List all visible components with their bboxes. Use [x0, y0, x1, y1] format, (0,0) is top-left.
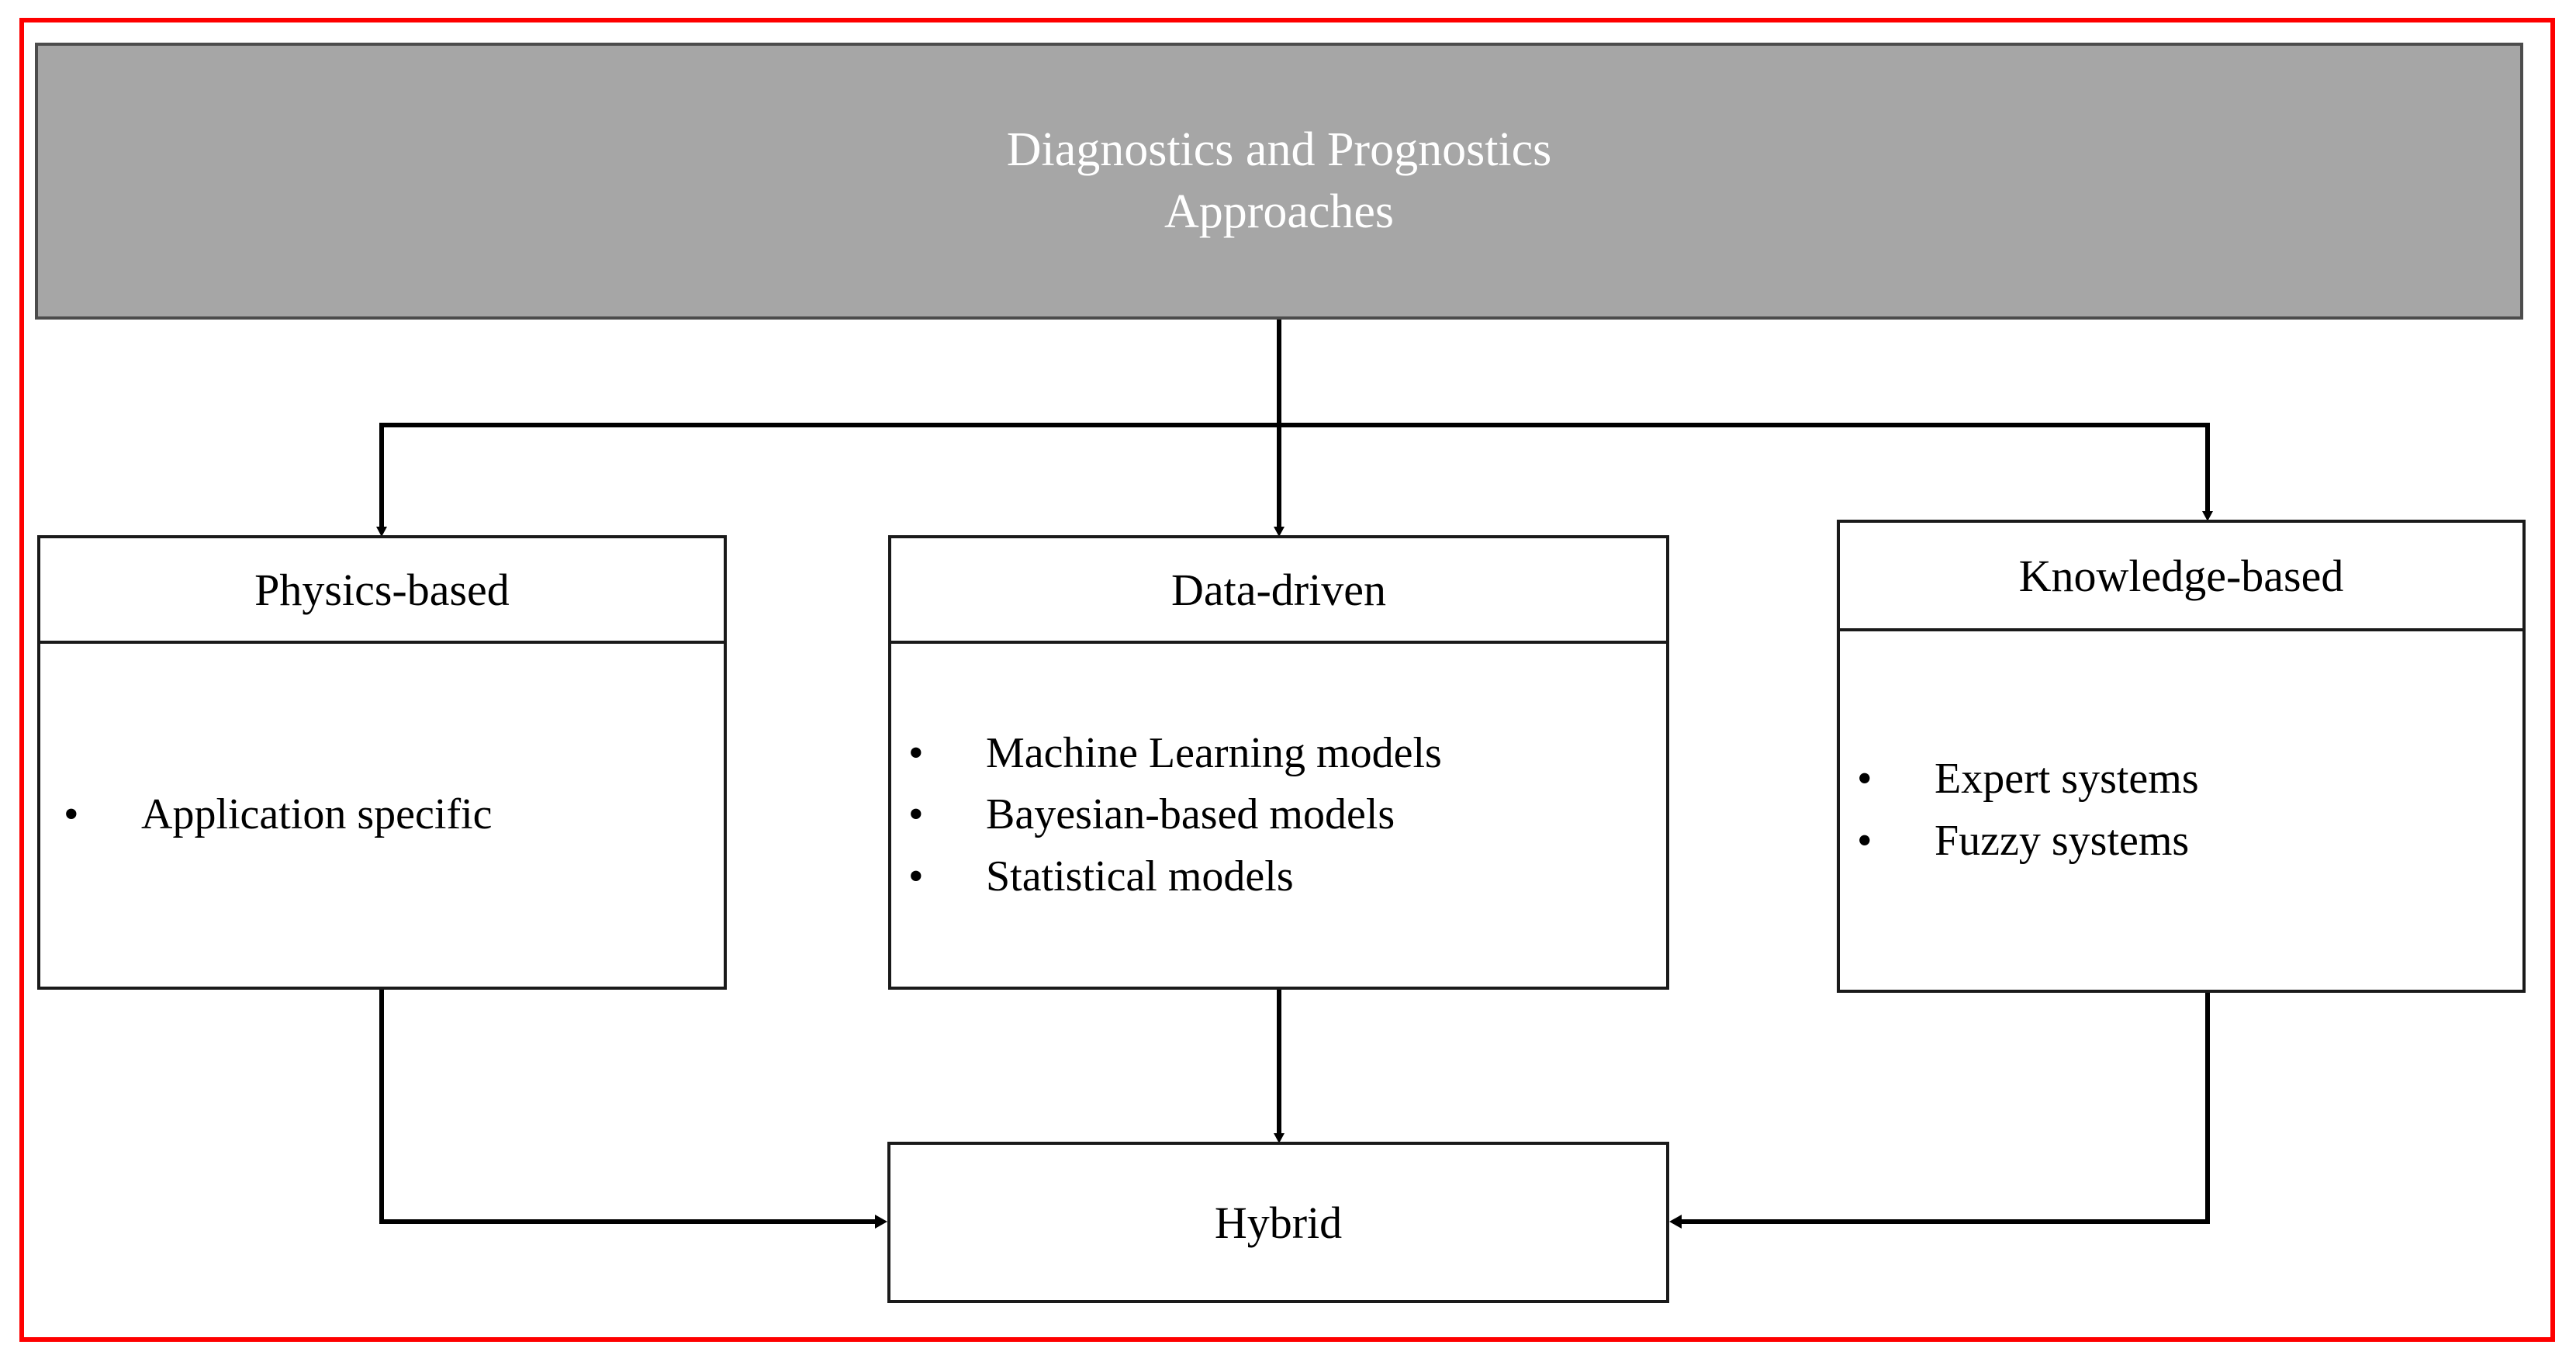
node-data-driven-body: • Machine Learning models • Bayesian-bas… — [891, 644, 1666, 987]
node-knowledge-based-header: Knowledge-based — [1840, 523, 2522, 631]
list-item-label: Expert systems — [1935, 755, 2199, 804]
list-item: • Expert systems — [1857, 748, 2522, 811]
bullet-dot-icon: • — [908, 728, 924, 777]
node-physics-based-body: • Application specific — [40, 644, 724, 987]
root-node-label: Diagnostics and Prognostics Approaches — [1006, 123, 1552, 238]
arrowhead-knowledge-to-hybrid — [1669, 1215, 1682, 1229]
connector-physics-to-hybrid — [379, 990, 881, 1224]
list-item: • Fuzzy systems — [1857, 811, 2522, 873]
bullet-dot-icon: • — [1857, 755, 1872, 804]
bullet-dot-icon: • — [1857, 817, 1872, 865]
node-physics-based-header: Physics-based — [40, 538, 724, 644]
list-item: • Bayesian-based models — [908, 784, 1666, 846]
knowledge-based-bullet-list: • Expert systems • Fuzzy systems — [1857, 748, 2522, 872]
bullet-dot-icon: • — [908, 790, 924, 839]
list-item-label: Statistical models — [986, 852, 1294, 901]
node-knowledge-based: Knowledge-based • Expert systems • Fuzzy… — [1837, 520, 2526, 993]
node-hybrid: Hybrid — [887, 1142, 1669, 1303]
list-item-label: Application specific — [141, 790, 493, 839]
list-item: • Machine Learning models — [908, 723, 1666, 785]
node-hybrid-label: Hybrid — [1214, 1197, 1343, 1248]
node-knowledge-based-body: • Expert systems • Fuzzy systems — [1840, 631, 2522, 990]
arrowhead-physics-to-hybrid — [875, 1215, 887, 1229]
bullet-dot-icon: • — [908, 852, 924, 901]
list-item: • Statistical models — [908, 846, 1666, 908]
data-driven-bullet-list: • Machine Learning models • Bayesian-bas… — [908, 723, 1666, 908]
list-item-label: Fuzzy systems — [1935, 817, 2190, 865]
node-data-driven-header: Data-driven — [891, 538, 1666, 644]
list-item: • Application specific — [64, 784, 724, 846]
physics-based-bullet-list: • Application specific — [64, 784, 724, 846]
root-node-diagnostics-prognostics-approaches: Diagnostics and Prognostics Approaches — [35, 43, 2523, 320]
node-data-driven: Data-driven • Machine Learning models • … — [888, 535, 1669, 990]
list-item-label: Bayesian-based models — [986, 790, 1395, 839]
bullet-dot-icon: • — [64, 790, 79, 839]
list-item-label: Machine Learning models — [986, 728, 1442, 777]
node-physics-based: Physics-based • Application specific — [37, 535, 727, 990]
connector-knowledge-to-hybrid — [1675, 993, 2210, 1224]
